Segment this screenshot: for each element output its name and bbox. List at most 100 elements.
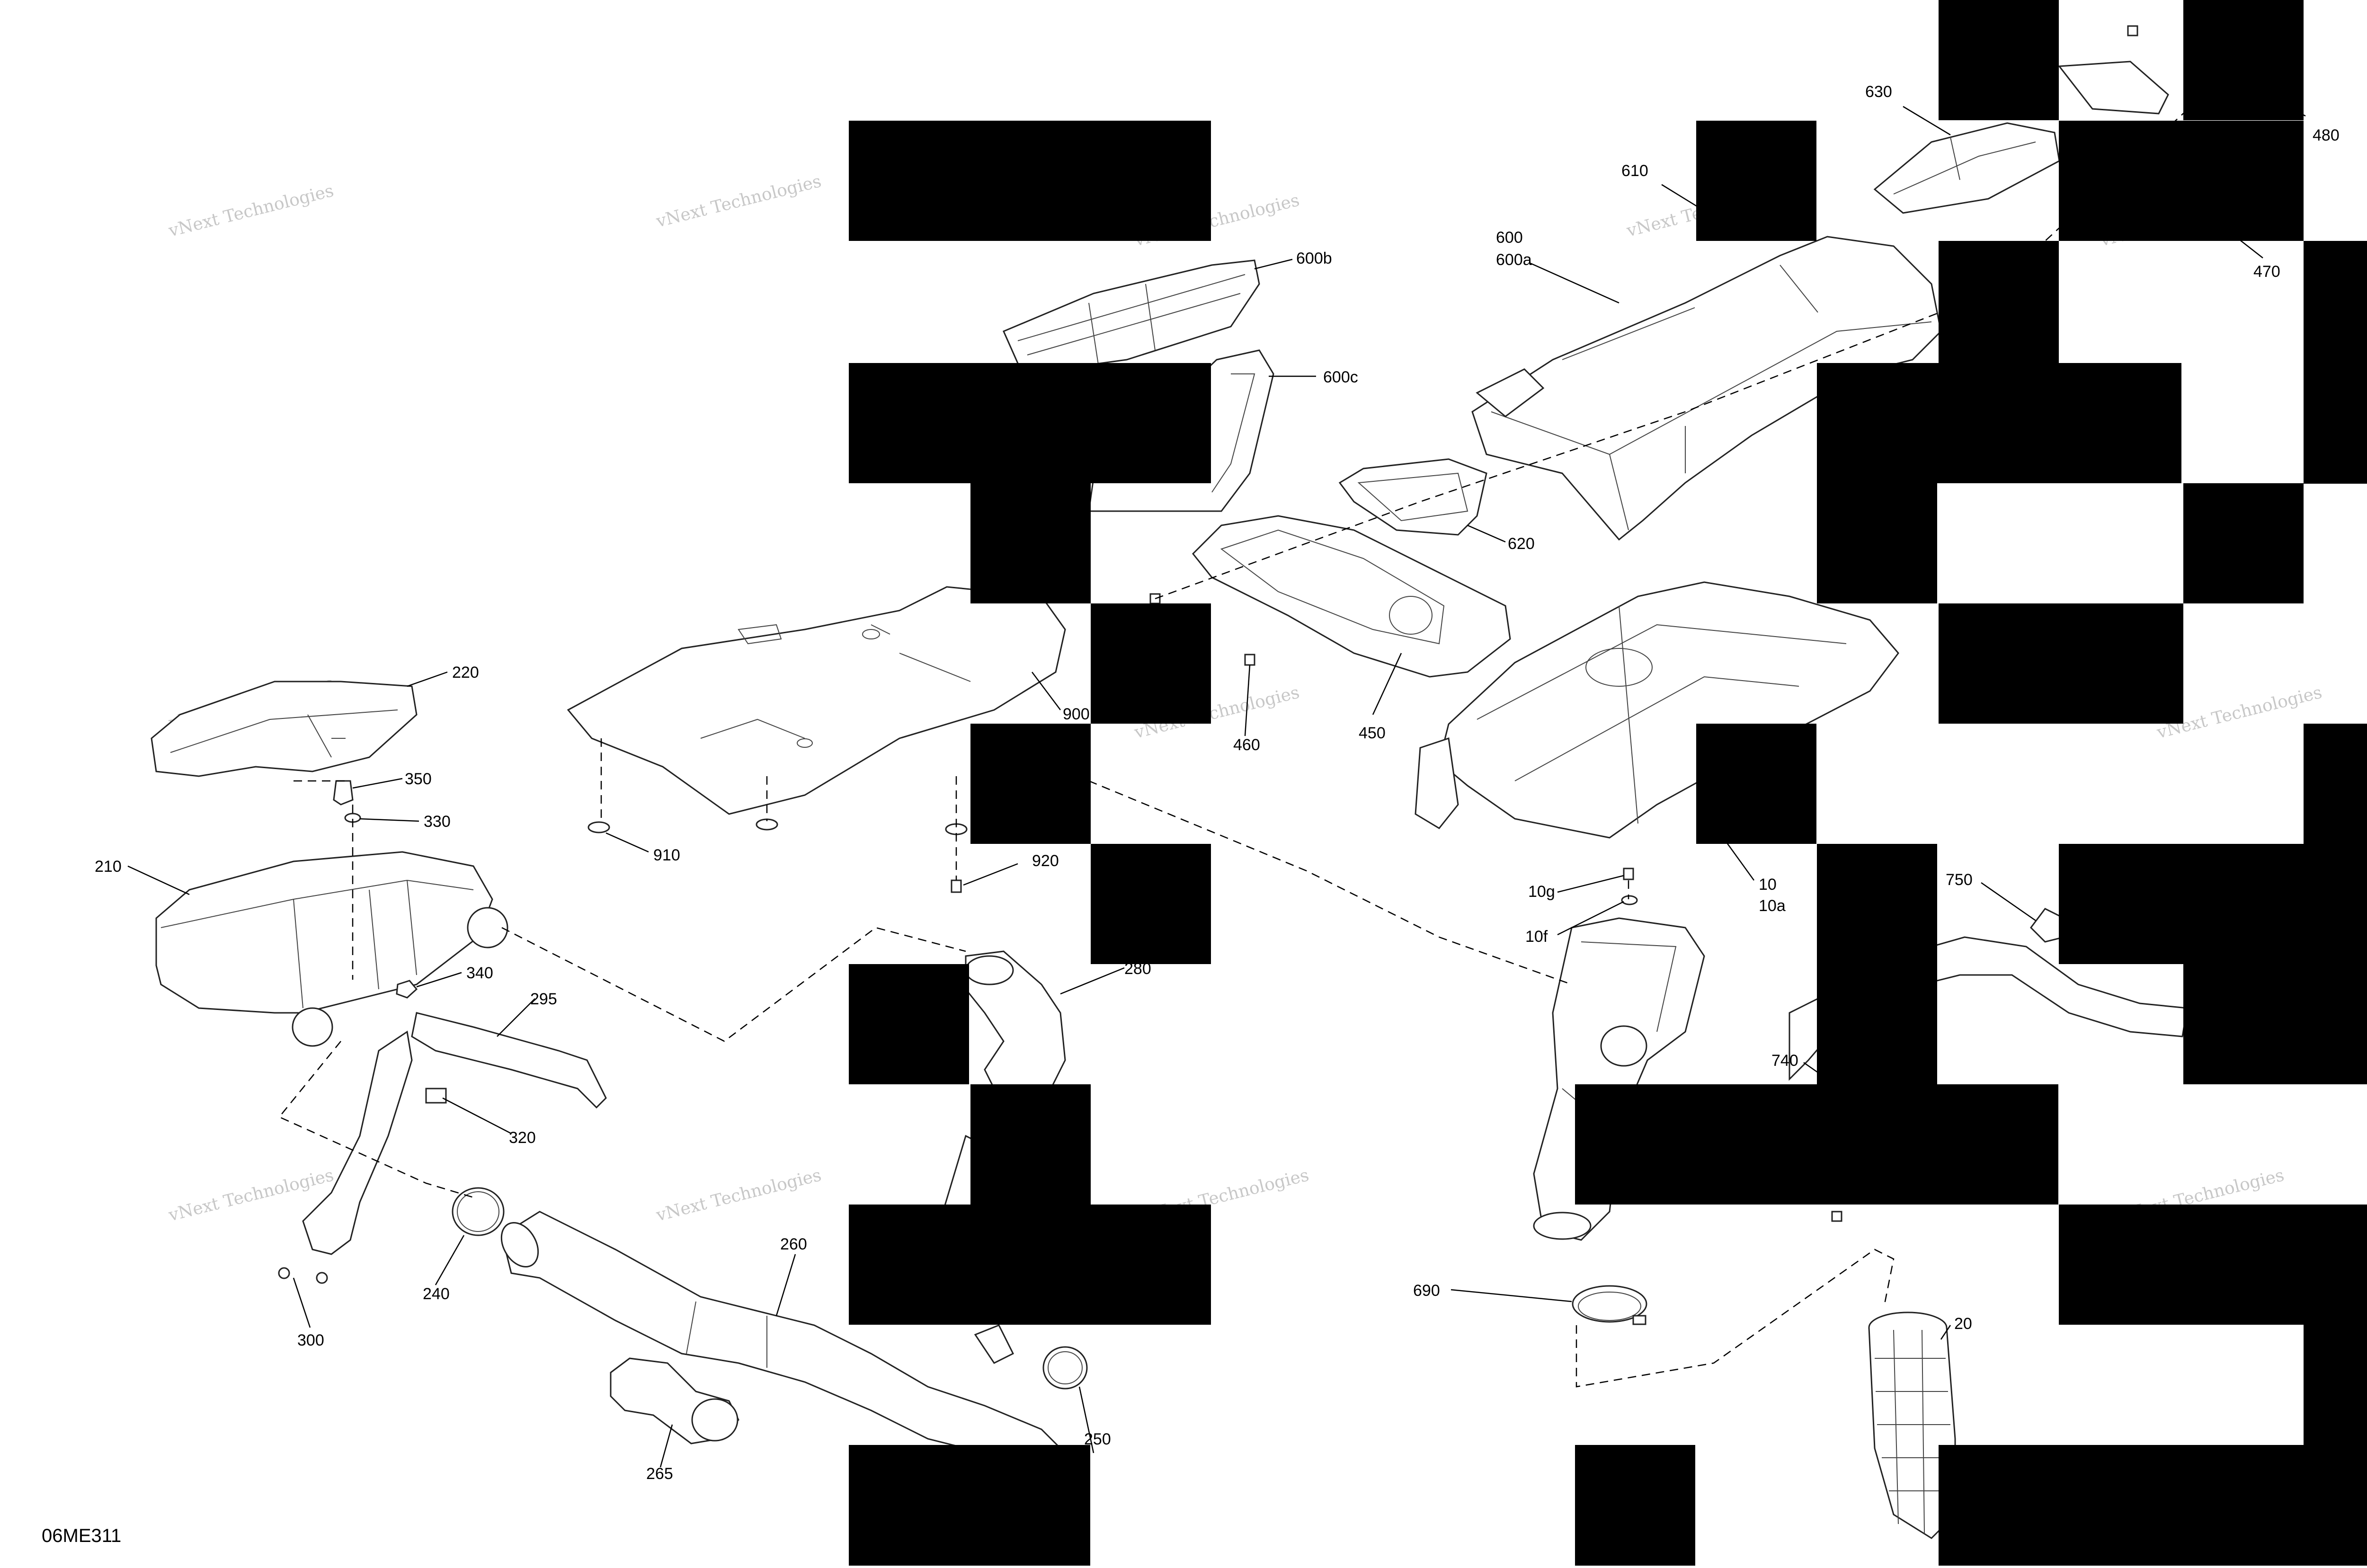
redaction-block [1817,363,2181,483]
redaction-block [1091,603,1211,724]
redaction-block [849,121,1211,241]
redaction-block [1817,964,1937,1084]
clip-320 [425,1088,447,1104]
callout-320: 320 [509,1129,536,1147]
redaction-block [849,964,969,1084]
redaction-block [1939,0,2059,120]
redaction-block [970,1084,1091,1205]
callout-690: 690 [1413,1282,1440,1300]
redaction-block [849,363,1211,483]
redaction-block [2059,844,2367,964]
redaction-block [2059,121,2304,241]
redaction-block [1575,1445,1695,1566]
elbow-265 [610,1357,739,1444]
watermark: vNext Technologies [654,171,823,231]
airbox-lower-10 [1415,581,1899,839]
assembly-lines [278,66,2235,1388]
redaction-blocks [849,0,2367,1566]
redaction-block [2304,724,2367,844]
redaction-block [1939,1445,2367,1566]
callout-350: 350 [405,770,432,788]
callout-460: 460 [1233,736,1260,754]
callout-750: 750 [1946,871,1973,889]
redaction-block [2304,1325,2367,1445]
callout-10: 10 [1759,876,1777,894]
callout-450: 450 [1359,724,1386,742]
cover-220 [151,681,418,777]
fitting-20 [1831,1211,1842,1222]
callout-300: 300 [297,1331,324,1349]
callout-265: 265 [646,1465,673,1483]
nut-340 [396,980,418,999]
watermark-text: vNext Technologies [654,171,823,231]
redaction-block [1091,844,1211,964]
parts [151,25,2198,1539]
redaction-block [849,1445,1090,1566]
redaction-block [1696,724,1816,844]
redaction-block [2183,483,2304,603]
fasteners [587,25,2138,1222]
callout-610: 610 [1621,162,1648,180]
redaction-block [2183,964,2367,1084]
redaction-block [1696,121,1816,241]
callout-330: 330 [424,813,451,831]
redaction-block [1817,483,1937,603]
clamp-250 [974,1324,1088,1390]
callout-620: 620 [1508,535,1535,553]
callout-20: 20 [1954,1315,1972,1333]
callout-600b: 600b [1296,249,1332,267]
watermark-text: vNext Technologies [166,181,336,241]
callout-210: 210 [95,858,122,876]
callout-480: 480 [2313,126,2340,144]
callout-295: 295 [530,990,557,1008]
washer-10f [1621,895,1638,905]
redaction-block [1939,603,2183,724]
callout-260: 260 [780,1235,807,1253]
bracket-295 [411,1012,607,1109]
screw-460 [1244,654,1255,666]
callout-10a: 10a [1759,897,1786,915]
cover-630 [1873,122,2060,214]
callout-600a: 600a [1496,251,1532,269]
redaction-block [970,483,1091,603]
callout-labels: 630 480 470 610 600 600a 600b 600c 620 4… [95,83,2340,1483]
screw-920 [951,879,962,893]
redaction-block [2304,241,2367,484]
callout-220: 220 [452,664,479,682]
callout-740: 740 [1771,1052,1798,1070]
watermark: vNext Technologies [166,181,336,241]
support-strap [278,1030,413,1284]
callout-630: 630 [1865,83,1892,101]
redaction-block [1817,844,1937,964]
callout-340: 340 [466,964,493,982]
duct-600b [1003,259,1260,375]
callout-470: 470 [2253,263,2280,281]
redaction-block [849,1205,1211,1325]
redaction-block [1575,1084,2058,1205]
clamp-240 [452,1187,505,1236]
callout-10f: 10f [1525,928,1548,946]
bolt-350 [333,780,361,823]
nut-10g [1623,868,1634,880]
washer-910 [587,821,610,833]
clamp-690 [1572,1285,1647,1325]
airbox-600 [1471,236,1942,541]
redaction-block [1939,241,2059,363]
watermark: vNext Technologies [654,1165,823,1225]
seal-plate-450 [1192,515,1511,678]
callout-600: 600 [1496,229,1523,247]
watermark-text: vNext Technologies [654,1165,823,1225]
redaction-block [2183,0,2304,120]
callout-920: 920 [1032,852,1059,870]
redaction-block [2059,1205,2367,1325]
callout-10g: 10g [1528,883,1555,901]
diagram-id: 06ME311 [42,1525,121,1546]
screw-480 [2127,25,2138,36]
heat-shield-900 [567,586,1066,815]
callout-910: 910 [653,846,680,864]
intercooler-210 [155,851,508,1047]
filter-frame-620 [1338,458,1487,536]
filter-element-20 [1868,1311,1956,1539]
